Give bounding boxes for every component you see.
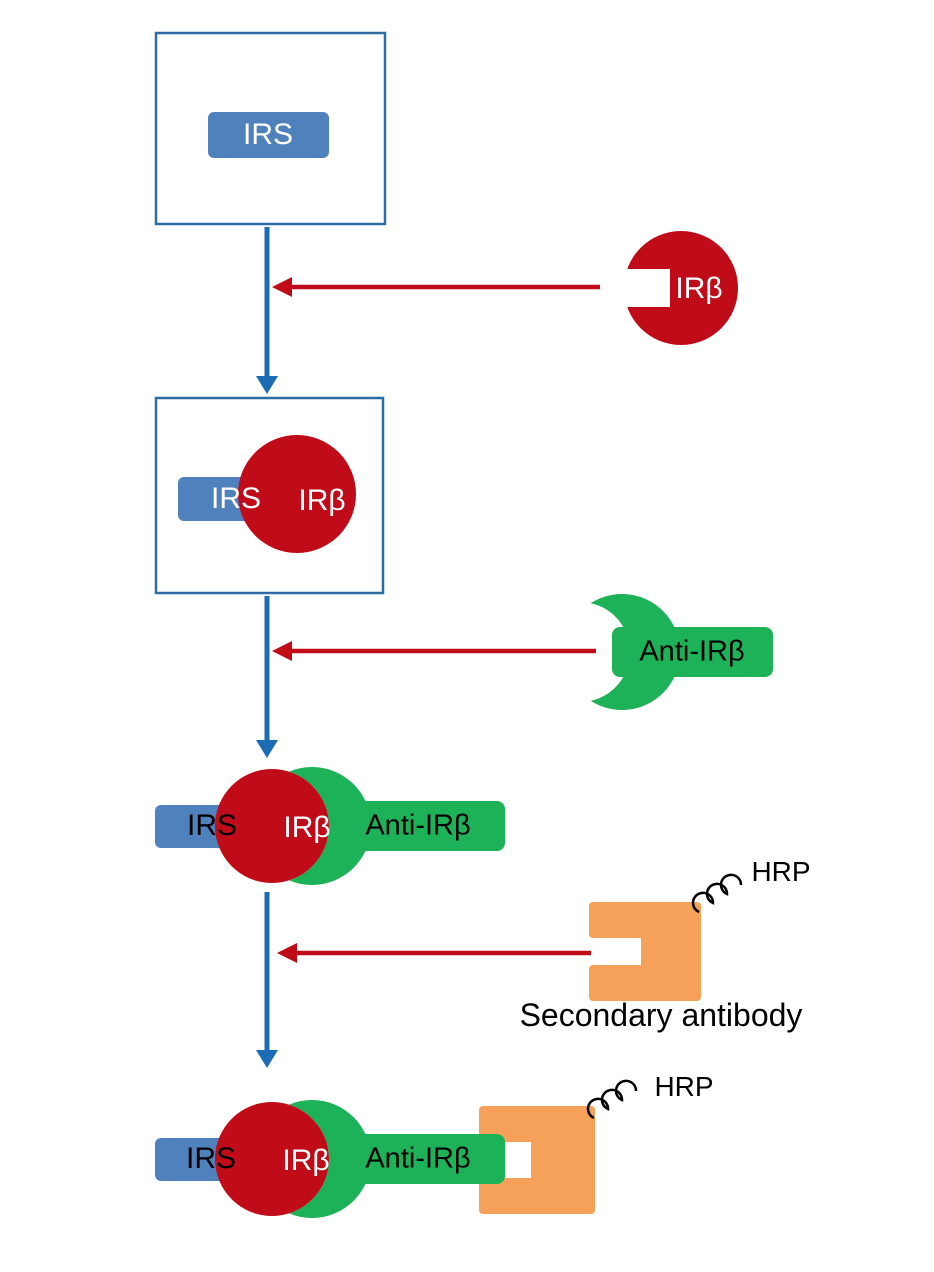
reagent-anti-irb-label: Anti-IRβ <box>639 635 745 668</box>
step1-irs-label: IRS <box>242 118 294 151</box>
step4-irb-label: IRβ <box>282 1144 330 1177</box>
step4-irs-label: IRS <box>185 1142 237 1175</box>
irb-protein-shape <box>624 231 738 345</box>
anti-irb-antibody-shape <box>564 594 773 710</box>
reagent-secondary-caption: Secondary antibody <box>519 997 803 1033</box>
step3-anti-irb-label: Anti-IRβ <box>365 809 471 842</box>
reagent-arrow-2 <box>272 641 596 661</box>
step4-anti-irb-label: Anti-IRβ <box>365 1142 471 1175</box>
hrp-coil-2 <box>586 1079 638 1120</box>
hrp-coil-1 <box>691 873 743 914</box>
reagent-arrow-3 <box>277 943 591 963</box>
down-arrow-1 <box>256 227 278 394</box>
reagent-irb-label: IRβ <box>675 272 723 305</box>
step1-well-box <box>154 31 387 226</box>
down-arrow-2 <box>256 596 278 758</box>
step2-irb-shape <box>238 435 356 553</box>
step4-irb-shape <box>215 1102 329 1216</box>
step3-irb-label: IRβ <box>283 811 331 844</box>
reagent-hrp-label: HRP <box>751 856 811 887</box>
step3-irs-label: IRS <box>186 809 238 842</box>
step2-irs-label: IRS <box>210 482 262 515</box>
step4-hrp-label: HRP <box>654 1071 714 1102</box>
step2-irb-label: IRβ <box>298 484 346 517</box>
step1-irs-shape <box>208 112 329 158</box>
secondary-antibody-shape <box>589 902 701 1001</box>
step2-well-box <box>154 396 385 595</box>
reagent-arrow-1 <box>272 277 600 297</box>
step3-irb-shape <box>215 769 329 883</box>
down-arrow-3 <box>256 892 278 1068</box>
